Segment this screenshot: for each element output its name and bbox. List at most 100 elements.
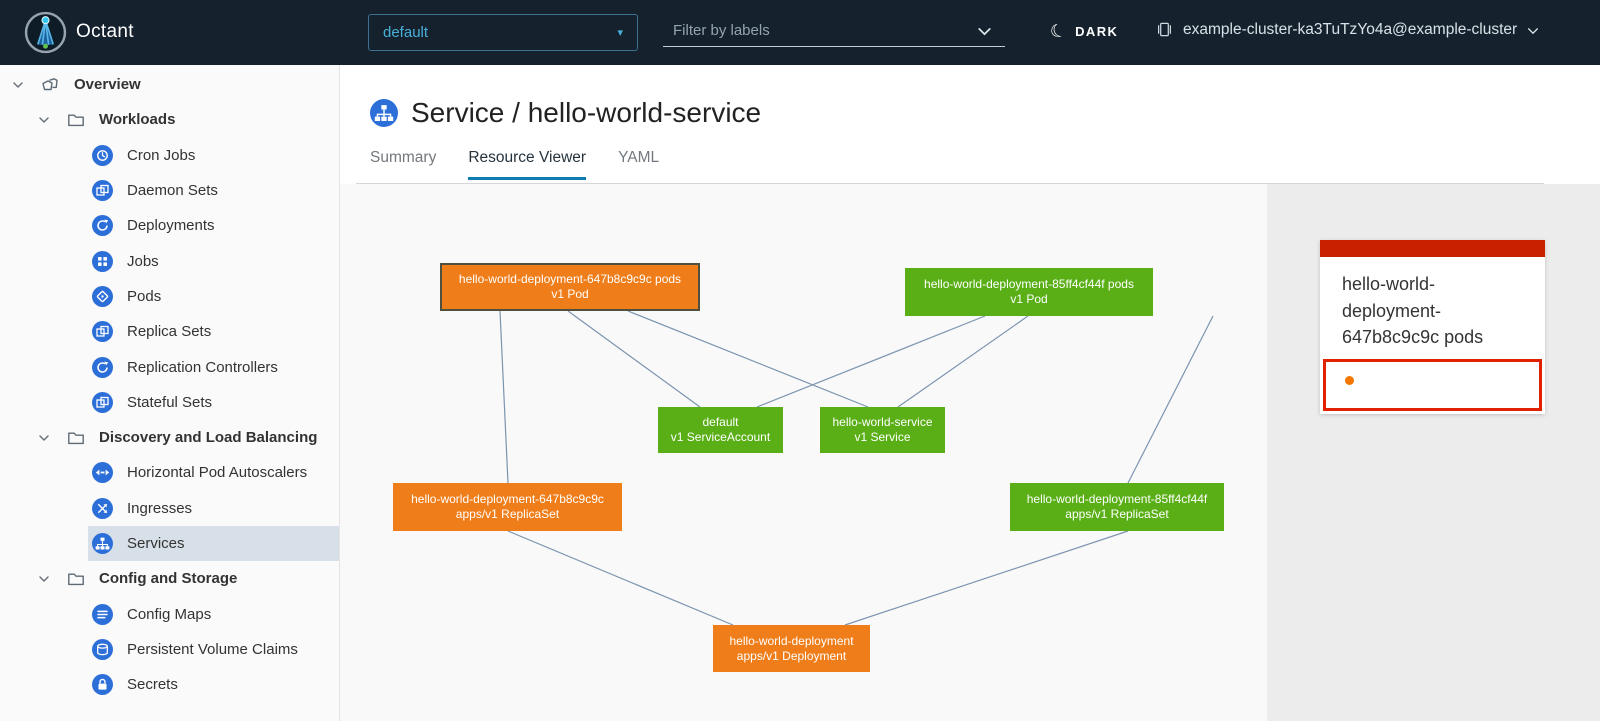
sidebar-item-horizontal-pod-autoscalers[interactable]: Horizontal Pod Autoscalers: [0, 455, 339, 490]
sidebar-group-workloads[interactable]: Workloads: [0, 102, 339, 137]
node-name: hello-world-deployment-647b8c9c9c: [411, 492, 604, 506]
sidebar-item-ingresses[interactable]: Ingresses: [0, 491, 339, 526]
graph-node-service-hello-world[interactable]: hello-world-service v1 Service: [820, 407, 945, 453]
cron-jobs-icon: [92, 145, 113, 166]
sidebar-item-cron-jobs[interactable]: Cron Jobs: [0, 138, 339, 173]
sidebar-item-daemon-sets[interactable]: Daemon Sets: [0, 173, 339, 208]
sidebar-group-label: Discovery and Load Balancing: [99, 429, 318, 447]
sidebar-group-config-and-storage[interactable]: Config and Storage: [0, 561, 339, 596]
card-status-bar: [1320, 240, 1545, 257]
sidebar-item-replication-controllers[interactable]: Replication Controllers: [0, 349, 339, 384]
dark-theme-label: DARK: [1075, 23, 1119, 39]
sidebar-item-label: Replication Controllers: [127, 358, 278, 376]
replica-sets-icon: [92, 321, 113, 342]
graph-node-deployment-hello-world[interactable]: hello-world-deployment apps/v1 Deploymen…: [713, 625, 870, 672]
replication-controllers-icon: [92, 357, 113, 378]
cluster-context-label: example-cluster-ka3TuTzYo4a@example-clus…: [1183, 20, 1518, 38]
node-kind: v1 Service: [854, 430, 911, 444]
deployments-icon: [92, 215, 113, 236]
sidebar-item-replica-sets[interactable]: Replica Sets: [0, 314, 339, 349]
sidebar-item-label: Overview: [74, 76, 141, 94]
graph-node-replicaset-85ff4cf44f[interactable]: hello-world-deployment-85ff4cf44f apps/v…: [1010, 483, 1224, 531]
moon-icon: ☾: [1047, 18, 1069, 44]
graph-node-pod-647b8c9c9c[interactable]: hello-world-deployment-647b8c9c9c pods v…: [440, 263, 700, 311]
selected-node-card: hello-world-deployment-647b8c9c9c pods: [1320, 240, 1545, 414]
node-name: hello-world-deployment-647b8c9c9c pods: [458, 272, 682, 286]
dark-theme-toggle[interactable]: ☾ DARK: [1047, 18, 1119, 44]
tab-summary[interactable]: Summary: [370, 149, 437, 166]
dropdown-caret-icon: ▾: [617, 27, 623, 39]
sidebar-group-label: Config and Storage: [99, 570, 238, 588]
sidebar-item-persistent-volume-claims[interactable]: Persistent Volume Claims: [0, 632, 339, 667]
folder-icon: [66, 428, 86, 448]
resource-viewer-graph: hello-world-deployment-647b8c9c9c pods v…: [340, 184, 1267, 721]
namespace-dropdown-value: default: [383, 24, 429, 41]
node-name: hello-world-deployment: [729, 633, 854, 648]
sidebar-item-overview[interactable]: Overview: [0, 67, 339, 102]
sidebar-item-pods[interactable]: Pods: [0, 279, 339, 314]
tab-resource-viewer[interactable]: Resource Viewer: [468, 149, 587, 180]
daemon-sets-icon: [92, 180, 113, 201]
tab-yaml[interactable]: YAML: [618, 149, 660, 166]
sidebar-item-label: Config Maps: [127, 605, 212, 623]
selected-node-title: hello-world-deployment-647b8c9c9c pods: [1342, 274, 1484, 347]
node-name: hello-world-deployment-85ff4cf44f pods: [924, 277, 1134, 291]
sidebar-item-label: Cron Jobs: [127, 146, 196, 164]
filter-by-labels-input[interactable]: Filter by labels: [663, 17, 1005, 47]
node-kind: v1 Pod: [1010, 292, 1048, 306]
chevron-down-icon[interactable]: [36, 571, 52, 587]
navigation-sidebar: Overview Workloads Cron Jobs Daemon Sets…: [0, 65, 340, 721]
graph-edges: [499, 310, 1214, 626]
services-icon: [92, 533, 113, 554]
pvc-icon: [92, 639, 113, 660]
ingresses-icon: [92, 498, 113, 519]
sidebar-item-label: Stateful Sets: [127, 393, 213, 411]
sidebar-item-label: Replica Sets: [127, 323, 212, 341]
jobs-icon: [92, 251, 113, 272]
sidebar-item-label: Secrets: [127, 676, 178, 694]
sidebar-item-label: Persistent Volume Claims: [127, 640, 298, 658]
header-bar: Octant default ▾ Filter by labels ☾ DARK…: [0, 0, 1600, 65]
sidebar-item-stateful-sets[interactable]: Stateful Sets: [0, 385, 339, 420]
pod-status-dot: [1345, 375, 1354, 385]
config-maps-icon: [92, 604, 113, 625]
resource-tabs: Summary Resource Viewer YAML: [370, 149, 659, 180]
chevron-down-icon[interactable]: [36, 112, 52, 128]
pods-icon: [92, 286, 113, 307]
stateful-sets-icon: [92, 392, 113, 413]
octant-logo-icon: [24, 11, 67, 54]
graph-node-pod-85ff4cf44f[interactable]: hello-world-deployment-85ff4cf44f pods v…: [905, 268, 1153, 316]
sidebar-item-label: Pods: [127, 287, 162, 305]
sidebar-item-label: Jobs: [127, 252, 159, 270]
sidebar-item-label: Services: [127, 535, 185, 552]
chevron-down-icon[interactable]: [976, 23, 993, 40]
node-name: hello-world-deployment-85ff4cf44f: [1026, 492, 1208, 506]
tabs-divider: [356, 183, 1544, 184]
folder-icon: [66, 569, 86, 589]
content-header: Service / hello-world-service Summary Re…: [340, 65, 1600, 184]
sidebar-item-deployments[interactable]: Deployments: [0, 208, 339, 243]
node-name: hello-world-service: [832, 415, 933, 429]
sidebar-group-discovery-and-load-balancing[interactable]: Discovery and Load Balancing: [0, 420, 339, 455]
node-name: default: [702, 415, 739, 429]
sidebar-item-secrets[interactable]: Secrets: [0, 667, 339, 702]
secrets-icon: [92, 674, 113, 695]
sidebar-item-jobs[interactable]: Jobs: [0, 243, 339, 278]
app-title: Octant: [76, 21, 134, 42]
page-title: Service / hello-world-service: [411, 97, 762, 128]
cluster-context-selector[interactable]: example-cluster-ka3TuTzYo4a@example-clus…: [1155, 20, 1540, 39]
namespace-dropdown[interactable]: default ▾: [368, 14, 638, 51]
sidebar-group-label: Workloads: [99, 111, 176, 129]
node-kind: apps/v1 ReplicaSet: [1065, 507, 1169, 521]
sidebar-item-label: Ingresses: [127, 499, 193, 517]
sidebar-item-services[interactable]: Services: [0, 525, 339, 562]
chevron-down-icon: [1526, 24, 1540, 38]
folder-icon: [66, 110, 86, 130]
node-kind: apps/v1 ReplicaSet: [455, 507, 560, 521]
sidebar-item-config-maps[interactable]: Config Maps: [0, 596, 339, 631]
chevron-down-icon[interactable]: [10, 77, 26, 93]
chevron-down-icon[interactable]: [36, 430, 52, 446]
graph-node-replicaset-647b8c9c9c[interactable]: hello-world-deployment-647b8c9c9c apps/v…: [393, 483, 622, 531]
graph-node-serviceaccount-default[interactable]: default v1 ServiceAccount: [658, 407, 783, 453]
